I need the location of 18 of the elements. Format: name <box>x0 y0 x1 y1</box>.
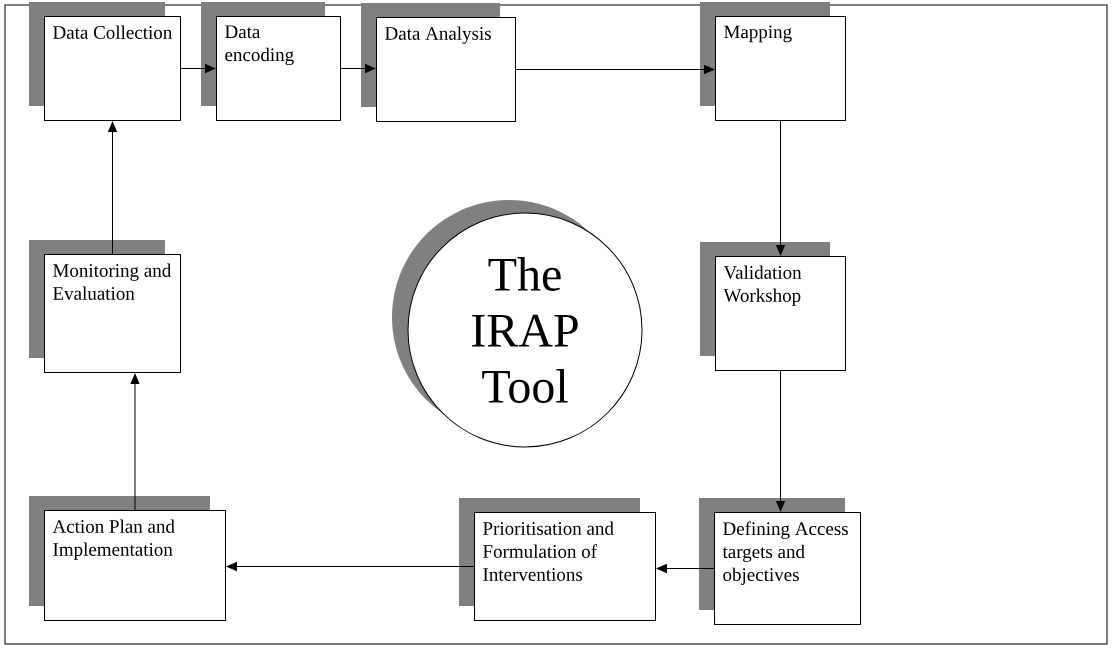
arrow <box>226 562 475 571</box>
arrow <box>108 121 117 255</box>
arrow <box>130 373 140 511</box>
arrow <box>656 564 715 573</box>
arrow <box>515 65 715 74</box>
process-box: Monitoring and Evaluation <box>29 240 181 373</box>
process-box: Data Analysis <box>361 3 516 122</box>
arrow <box>776 120 785 256</box>
process-box: Data Collection <box>29 2 181 121</box>
process-box: Defining Access targets and objectives <box>699 498 861 625</box>
process-box: Data encoding <box>201 2 341 121</box>
process-box: Action Plan and Implementation <box>29 496 226 621</box>
arrow <box>776 370 785 512</box>
arrow <box>180 64 216 73</box>
process-box: Mapping <box>700 2 846 121</box>
process-box: Validation Workshop <box>700 242 846 371</box>
arrow <box>340 64 376 73</box>
process-box: Prioritisation and Formulation of Interventions <box>459 498 656 621</box>
